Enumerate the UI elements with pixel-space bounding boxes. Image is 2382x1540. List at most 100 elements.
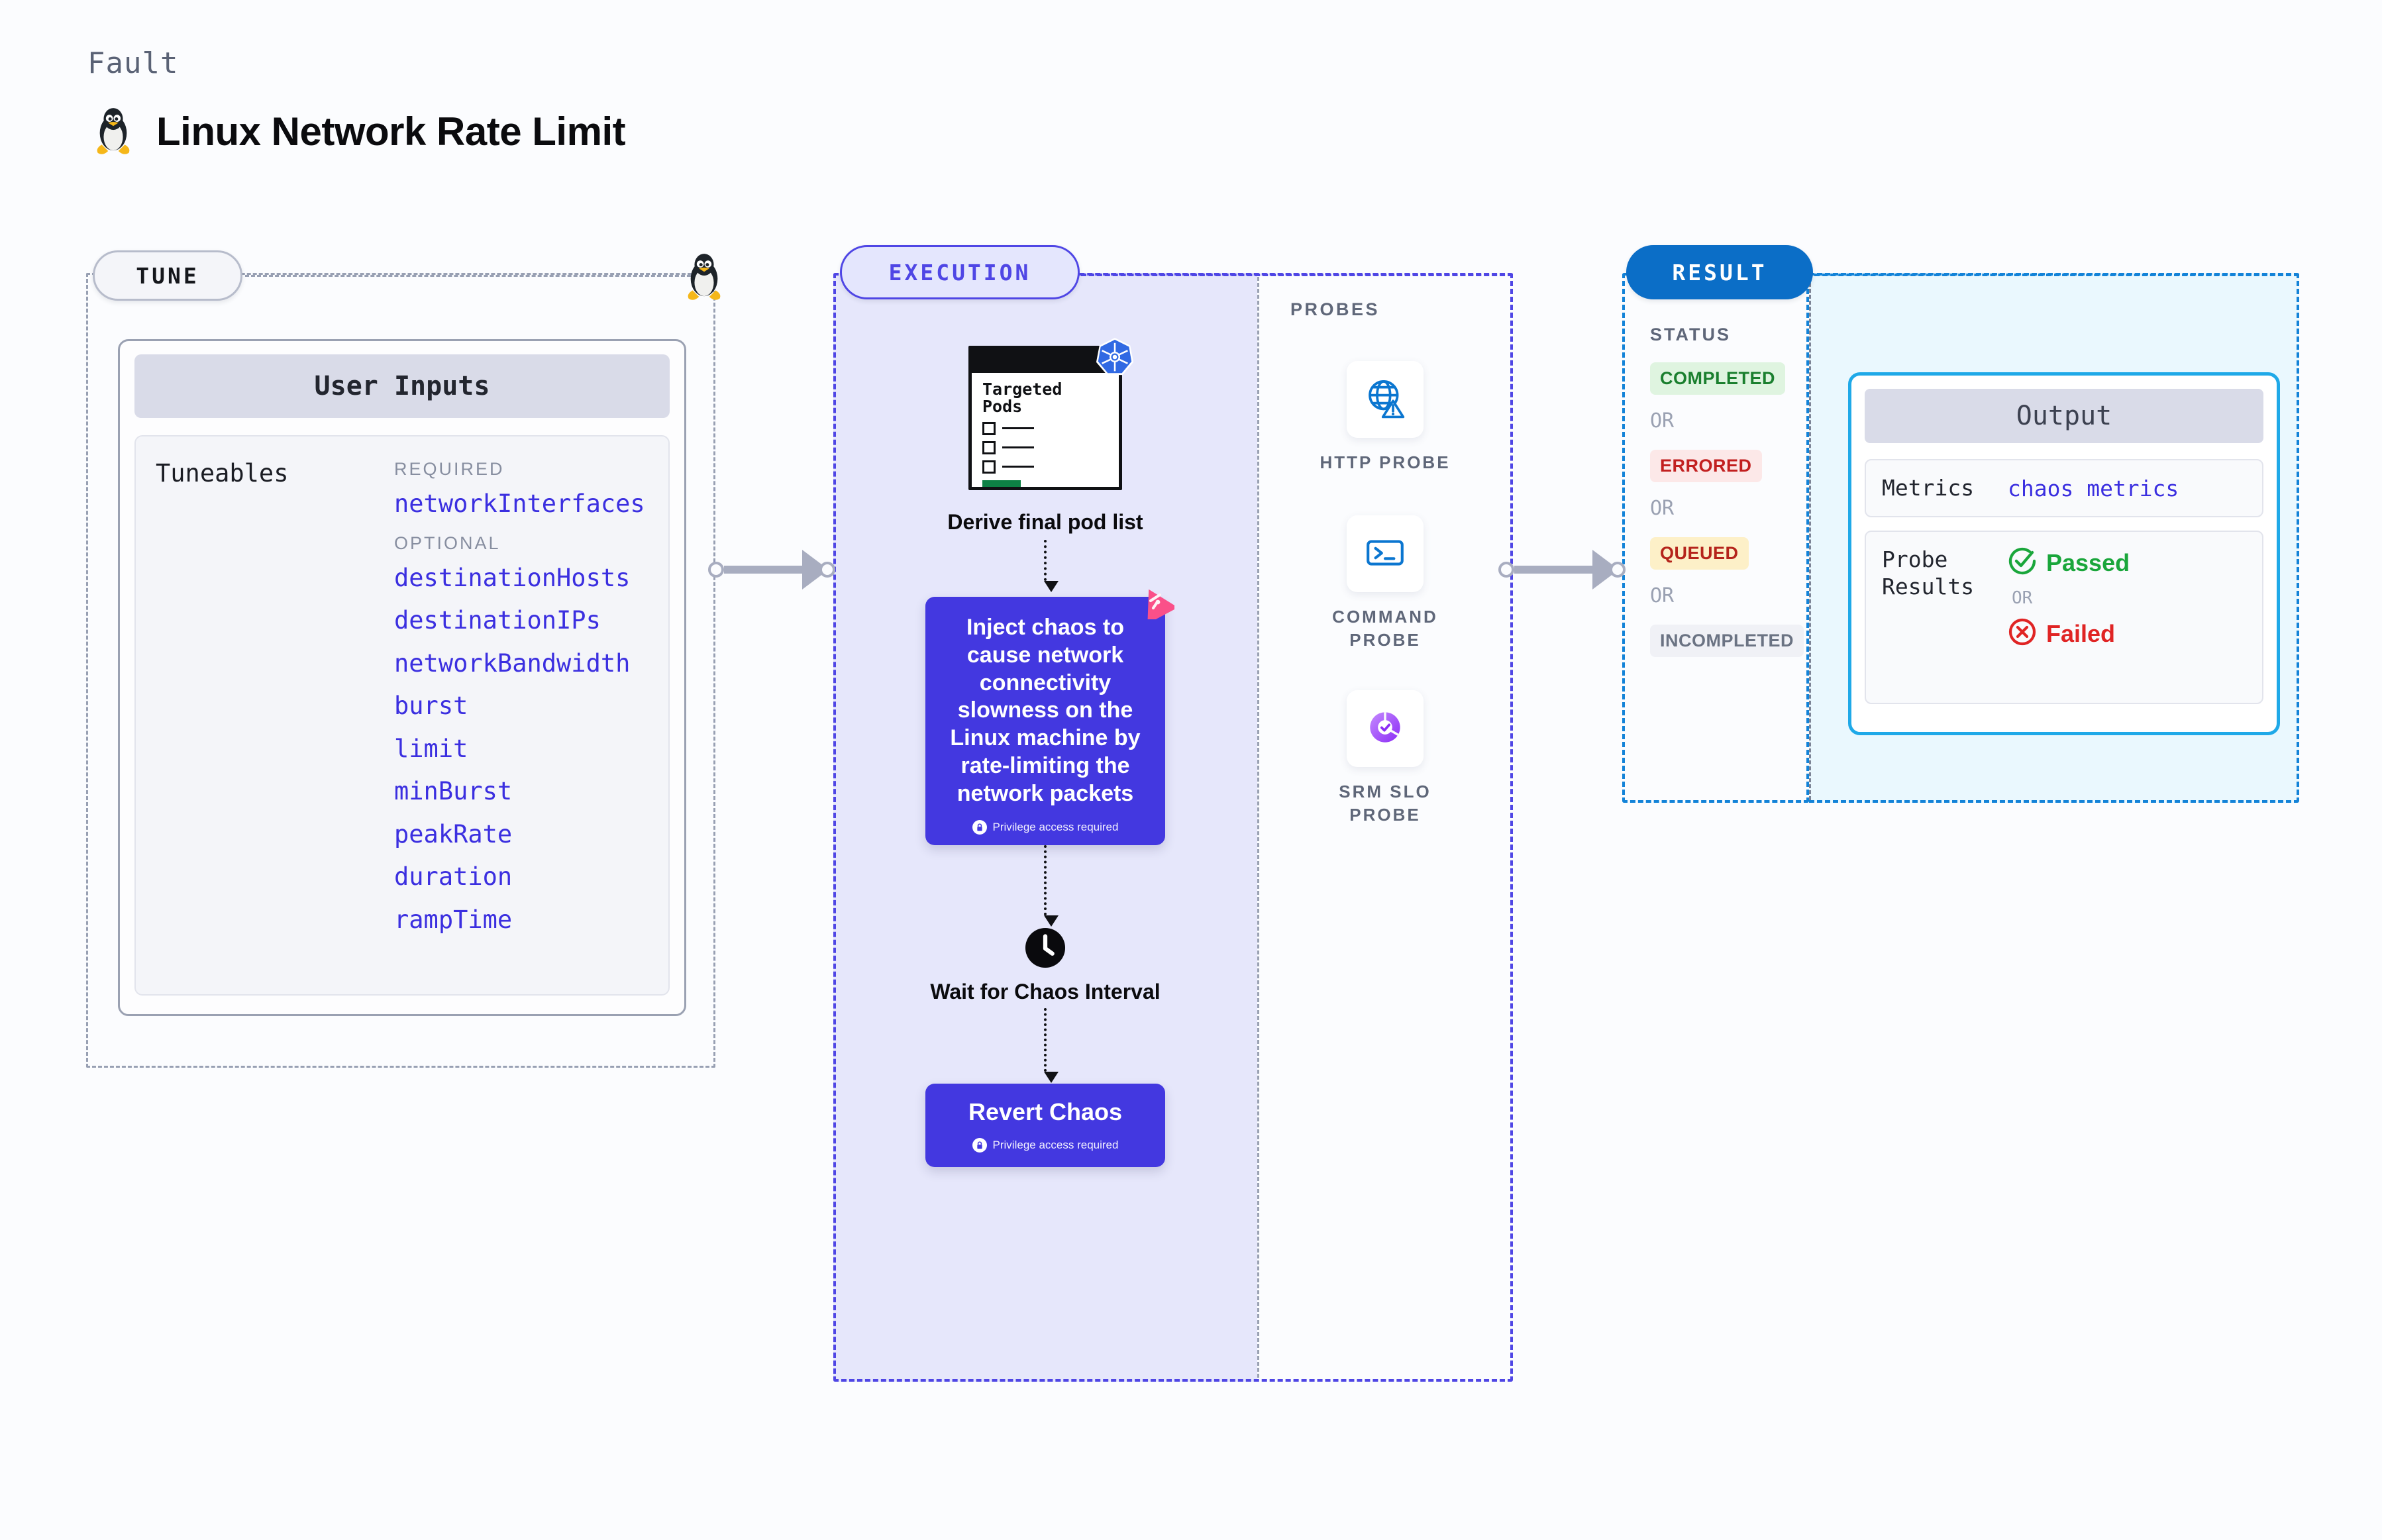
probes-label: PROBES [1290, 299, 1380, 319]
targeted-pods-title: Targeted Pods [982, 380, 1062, 417]
globe-warning-icon [1362, 375, 1408, 425]
inject-chaos-step: Inject chaos to cause network connectivi… [925, 589, 1178, 845]
probe-http[interactable]: HTTP PROBE [1257, 361, 1513, 474]
probe-results-row: Probe Results Passed OR Failed [1865, 531, 2263, 705]
pods-list-row [982, 460, 1110, 474]
flow-arrow [1044, 845, 1059, 927]
derive-pod-list-label: Derive final pod list [947, 510, 1143, 534]
revert-chaos-title: Revert Chaos [968, 1098, 1123, 1126]
targeted-pods-card: Targeted Pods [968, 337, 1134, 490]
privilege-note: Privilege access required [940, 819, 1151, 835]
tuneable-item[interactable]: destinationHosts [394, 563, 631, 592]
or-separator: OR [1650, 584, 1675, 607]
result-badge[interactable]: RESULT [1626, 245, 1813, 299]
connector-tune-to-execution [708, 550, 835, 590]
tuneable-item[interactable]: peakRate [394, 819, 513, 848]
status-badge-queued: QUEUED [1650, 537, 1749, 570]
probe-results-label: Probe Results [1882, 546, 1975, 599]
fault-kicker: Fault [87, 46, 179, 80]
srm-slo-probe-tile[interactable] [1347, 690, 1424, 768]
execution-flow: Targeted Pods Derive final pod list [833, 305, 1257, 1168]
connector-execution-to-result [1498, 550, 1626, 590]
tuneable-item[interactable]: limit [394, 734, 468, 763]
clock-icon [1025, 927, 1066, 968]
srm-slo-probe-label: SRM SLO PROBE [1339, 782, 1431, 825]
output-title: Output [1865, 389, 2263, 443]
tuneable-item[interactable]: duration [394, 862, 513, 892]
group-heading-required: REQUIRED [394, 459, 505, 479]
lock-icon [972, 1138, 987, 1153]
probe-command[interactable]: COMMAND PROBE [1257, 515, 1513, 652]
metrics-row: Metrics chaos metrics [1865, 459, 2263, 518]
x-circle-icon [2008, 617, 2037, 650]
or-separator: OR [1650, 497, 1675, 520]
check-circle-icon [2008, 546, 2037, 579]
user-inputs-card: User Inputs Tuneables REQUIRED networkIn… [118, 339, 686, 1016]
or-separator: OR [1650, 409, 1675, 433]
output-card: Output Metrics chaos metrics Probe Resul… [1848, 372, 2280, 735]
tuneable-item[interactable]: rampTime [394, 905, 513, 934]
privilege-note-text: Privilege access required [992, 820, 1119, 833]
execution-badge[interactable]: EXECUTION [840, 245, 1080, 299]
connector-dot [1498, 562, 1514, 578]
status-badge-incompleted: INCOMPLETED [1650, 625, 1804, 657]
tuneables-label: Tuneables [156, 459, 289, 488]
privilege-note: Privilege access required [940, 1138, 1151, 1153]
probes-divider [1257, 277, 1259, 1378]
inject-chaos-text: Inject chaos to cause network connectivi… [950, 615, 1141, 806]
checkbox-icon [982, 440, 996, 454]
user-inputs-title: User Inputs [134, 354, 670, 418]
group-heading-optional: OPTIONAL [394, 533, 501, 553]
status-badge-errored: ERRORED [1650, 450, 1762, 482]
metrics-label: Metrics [1882, 475, 1975, 501]
connector-dot [708, 562, 724, 578]
checkbox-icon [982, 460, 996, 474]
metrics-value[interactable]: chaos metrics [2008, 475, 2179, 501]
status-label: STATUS [1650, 325, 1731, 344]
srm-slo-icon [1363, 705, 1407, 752]
terminal-icon [1363, 531, 1407, 578]
revert-chaos-step: Revert Chaos Privilege access required [925, 1084, 1165, 1168]
status-badge-completed: COMPLETED [1650, 362, 1786, 395]
flow-arrow [1044, 1008, 1059, 1084]
privilege-note-text: Privilege access required [992, 1139, 1119, 1152]
connector-dot [1610, 562, 1626, 578]
tuneable-item[interactable]: networkInterfaces [394, 489, 645, 518]
result-badge-connector [1814, 274, 2299, 276]
tune-badge[interactable]: TUNE [93, 250, 242, 301]
tune-badge-connector [245, 275, 709, 277]
tuneable-item[interactable]: destinationIPs [394, 606, 601, 635]
pods-line [1002, 466, 1034, 468]
failed-label: Failed [2046, 619, 2116, 647]
tune-region [86, 273, 715, 1068]
tuneable-item[interactable]: networkBandwidth [394, 648, 631, 678]
result-column: STATUS COMPLETED OR ERRORED OR QUEUED OR… [1622, 273, 1809, 657]
probe-srm-slo[interactable]: SRM SLO PROBE [1257, 690, 1513, 827]
connector-dot [819, 562, 835, 578]
connector-bar [1514, 566, 1594, 574]
connector-bar [724, 566, 803, 574]
page-title-row: Linux Network Rate Limit [93, 106, 626, 156]
pods-list-row [982, 421, 1110, 435]
page-title: Linux Network Rate Limit [156, 109, 626, 154]
probes-column: PROBES HTTP PROBE [1257, 273, 1513, 827]
pods-line [1002, 446, 1034, 448]
http-probe-tile[interactable] [1347, 361, 1424, 438]
tuneables-list: REQUIRED networkInterfaces OPTIONAL dest… [394, 459, 648, 972]
checkbox-icon [982, 421, 996, 435]
probe-result-passed: Passed [2008, 546, 2246, 579]
tuneable-item[interactable]: burst [394, 692, 468, 721]
tuneable-item[interactable]: minBurst [394, 777, 513, 806]
command-probe-tile[interactable] [1347, 515, 1424, 593]
flow-arrow [1044, 540, 1059, 592]
http-probe-label: HTTP PROBE [1320, 452, 1451, 472]
pods-line [1002, 427, 1034, 429]
litmuschaos-icon [1137, 586, 1178, 624]
execution-badge-connector [1081, 274, 1513, 276]
pods-list-row [982, 440, 1110, 454]
linux-penguin-icon [684, 252, 725, 302]
wait-for-chaos-label: Wait for Chaos Interval [930, 979, 1161, 1003]
pods-doc-titlebar [972, 349, 1119, 373]
or-separator: OR [2012, 588, 2033, 609]
result-divider [1809, 277, 1811, 800]
